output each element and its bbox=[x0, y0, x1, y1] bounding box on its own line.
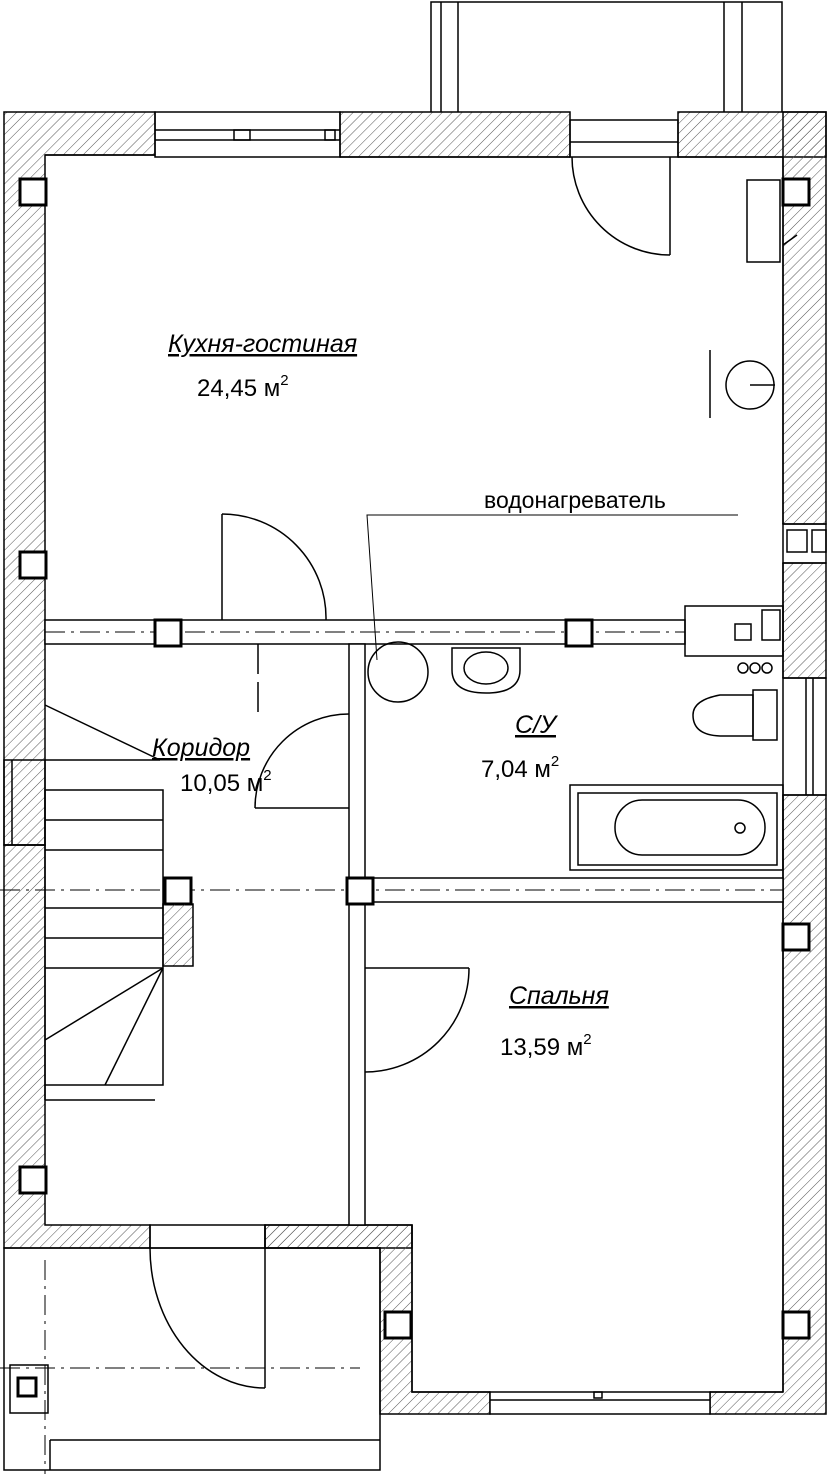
water-heater-tank bbox=[367, 641, 429, 703]
wall-top-left bbox=[3, 111, 156, 846]
columns bbox=[18, 177, 811, 1340]
balcony-top bbox=[430, 1, 783, 112]
wall-bottom-right bbox=[264, 1224, 491, 1415]
toilet-tank bbox=[752, 689, 778, 741]
room-name-bathroom: С/У bbox=[515, 711, 559, 739]
outer-walls bbox=[3, 111, 827, 1415]
interior-walls bbox=[44, 619, 784, 1226]
staircase bbox=[44, 704, 194, 1101]
room-area-bathroom: 7,04 м2 bbox=[481, 753, 559, 783]
window-top bbox=[154, 111, 341, 158]
bathtub bbox=[569, 784, 784, 871]
kitchen-fixtures bbox=[709, 179, 798, 418]
toilet-bowl bbox=[692, 694, 754, 737]
room-name-kitchen-living: Кухня-гостиная bbox=[168, 330, 357, 358]
window-right bbox=[782, 523, 827, 796]
door-top-right bbox=[569, 119, 679, 256]
fridge bbox=[746, 179, 781, 263]
room-area-corridor: 10,05 м2 bbox=[180, 767, 272, 797]
washbasin bbox=[451, 647, 521, 694]
room-area-kitchen-living: 24,45 м2 bbox=[197, 372, 289, 402]
room-name-corridor: Коридор bbox=[152, 734, 250, 762]
interior-doors bbox=[149, 513, 470, 1389]
room-area-bedroom: 13,59 м2 bbox=[500, 1031, 592, 1061]
water-heater-leader bbox=[366, 514, 738, 661]
inner-outline bbox=[45, 154, 784, 1393]
wall-right-upper bbox=[782, 111, 827, 525]
wall-right-mid bbox=[782, 562, 827, 679]
wall-top-mid bbox=[339, 111, 571, 158]
porch bbox=[3, 1247, 711, 1471]
room-name-bedroom: Спальня bbox=[509, 982, 609, 1010]
water-heater-label: водонагреватель bbox=[484, 487, 666, 513]
bathroom-fixtures bbox=[367, 605, 784, 871]
